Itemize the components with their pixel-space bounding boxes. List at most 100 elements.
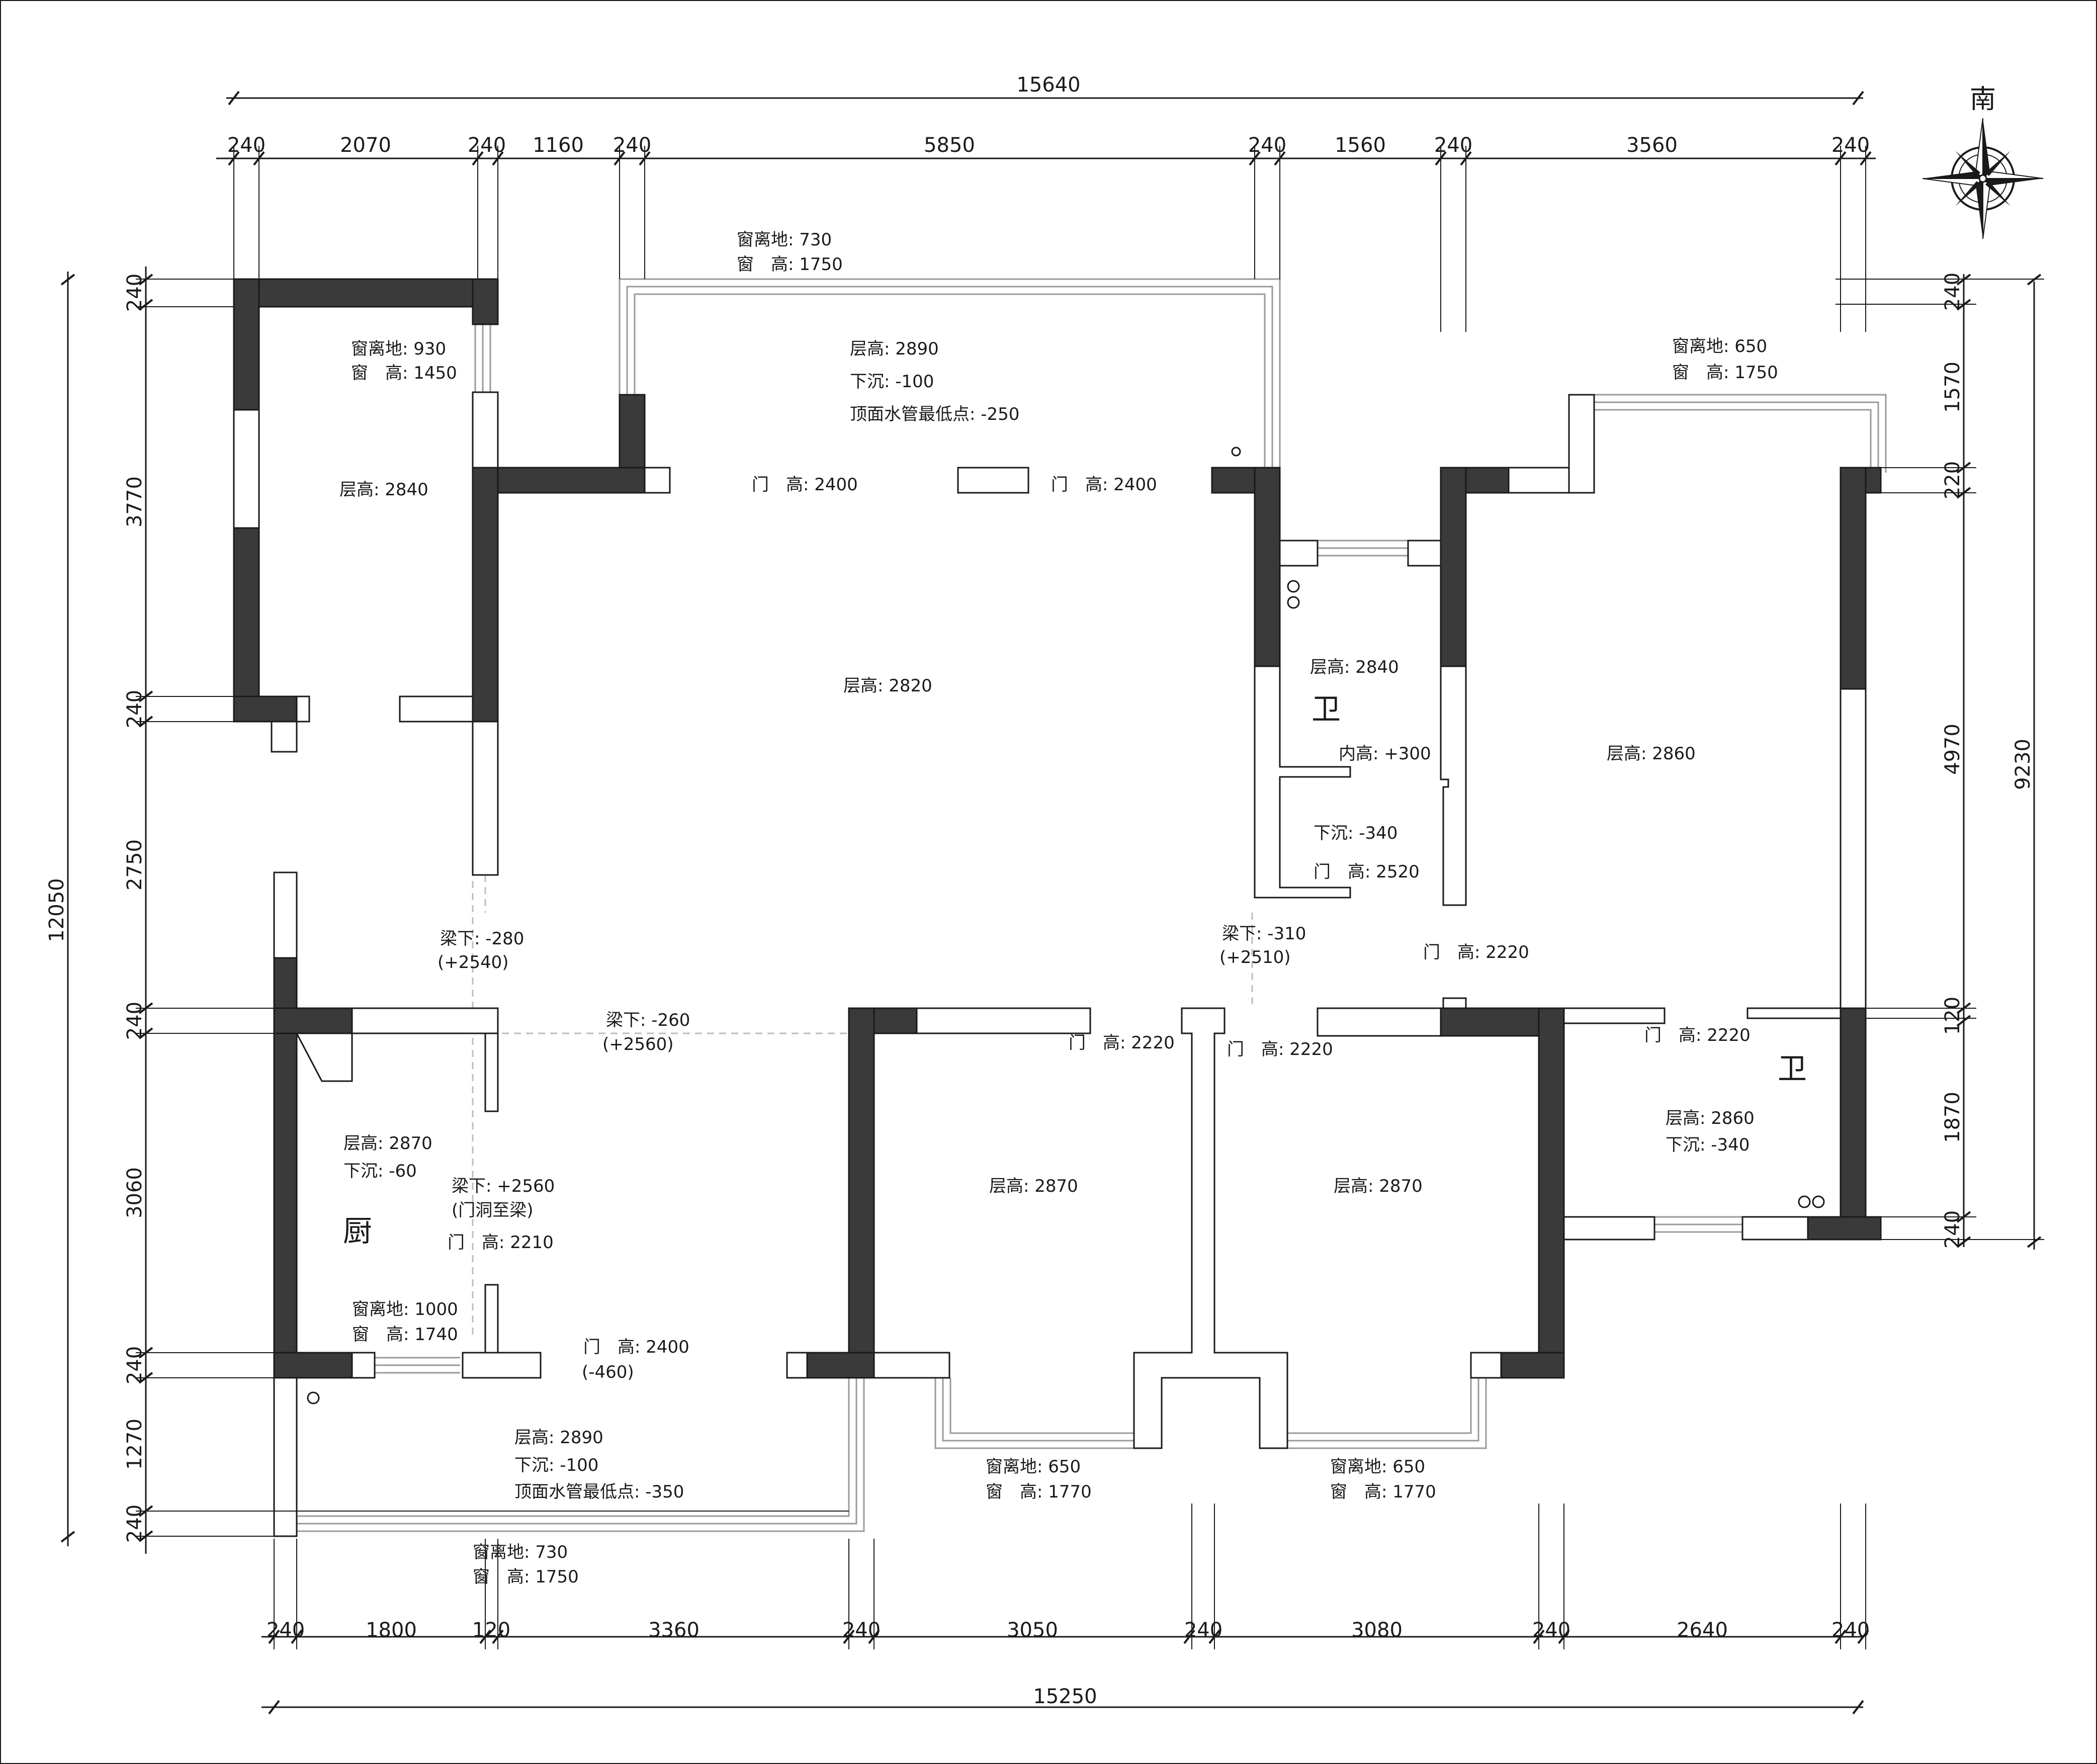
annot-kitchen-sink: 下沉: -60 bbox=[343, 1161, 417, 1181]
dim-top-3: 240 bbox=[468, 134, 506, 157]
concrete-walls bbox=[233, 278, 1882, 1379]
dimension-lines bbox=[67, 97, 2035, 1708]
dim-top-total: 15640 bbox=[1016, 73, 1080, 97]
dim-right-4: 4970 bbox=[1941, 724, 1964, 775]
dim-bottom-9: 240 bbox=[1532, 1619, 1570, 1642]
dim-left-9: 240 bbox=[123, 1505, 146, 1543]
annot-beam-right: 梁下: -310 bbox=[1222, 924, 1306, 944]
annot-living-top-sink: 下沉: -100 bbox=[850, 372, 934, 392]
dim-bottom-5: 240 bbox=[842, 1619, 881, 1642]
dim-bottom-7: 240 bbox=[1184, 1619, 1222, 1642]
dim-right-total: 9230 bbox=[2012, 739, 2035, 790]
annot-bath1-sink: 下沉: -340 bbox=[1314, 823, 1397, 843]
dim-top-9: 240 bbox=[1434, 134, 1472, 157]
annot-beam-mid-abs: (+2560) bbox=[602, 1034, 674, 1054]
annot-win-tr-w: 窗 高: 1750 bbox=[1672, 363, 1778, 383]
light-walls bbox=[233, 391, 1867, 1537]
annot-win-bottom-w: 窗 高: 1750 bbox=[473, 1567, 579, 1587]
compass-label: 南 bbox=[1970, 84, 1996, 115]
dim-top-5: 240 bbox=[613, 134, 651, 157]
annot-bed2-height: 层高: 2870 bbox=[1334, 1176, 1423, 1196]
room-labels: 卫 卫 厨 bbox=[343, 692, 1807, 1248]
annot-living-height: 层高: 2820 bbox=[843, 676, 932, 696]
dim-top-6: 5850 bbox=[924, 134, 975, 157]
dimension-text-bottom: 240 1800 120 3360 240 3050 240 3080 240 … bbox=[267, 1619, 1870, 1708]
dim-bottom-6: 3050 bbox=[1007, 1619, 1058, 1642]
annot-win-top-center-h: 窗离地: 730 bbox=[737, 230, 832, 250]
annot-bath2-height: 层高: 2860 bbox=[1666, 1108, 1755, 1128]
annot-win-tl-w: 窗 高: 1450 bbox=[351, 363, 457, 383]
annot-kitchen-height: 层高: 2870 bbox=[343, 1133, 432, 1154]
dim-top-11: 240 bbox=[1831, 134, 1870, 157]
annot-beam-left-abs: (+2540) bbox=[438, 952, 509, 973]
annot-living-bot-sink: 下沉: -100 bbox=[514, 1455, 598, 1475]
annot-door-top-2: 门 高: 2400 bbox=[1051, 475, 1157, 495]
annotations: 窗离地: 730 窗 高: 1750 层高: 2890 下沉: -100 顶面水… bbox=[339, 230, 1778, 1587]
dim-right-6: 1870 bbox=[1941, 1092, 1964, 1143]
room-label-bath1: 卫 bbox=[1312, 692, 1341, 726]
drain-markers bbox=[307, 447, 1825, 1404]
room-label-bath2: 卫 bbox=[1778, 1051, 1807, 1086]
annot-win-bed2-h: 窗离地: 650 bbox=[1330, 1457, 1425, 1477]
dim-bottom-10: 2640 bbox=[1677, 1619, 1728, 1642]
compass-rose-icon bbox=[1922, 118, 2044, 239]
annot-win-kitchen-w: 窗 高: 1740 bbox=[352, 1325, 458, 1345]
dim-right-2: 1570 bbox=[1941, 362, 1964, 413]
dimension-text-top-total: 15640 bbox=[1016, 73, 1080, 97]
annot-win-bed1-w: 窗 高: 1770 bbox=[986, 1482, 1092, 1502]
dim-right-5: 120 bbox=[1941, 997, 1964, 1035]
dim-bottom-1: 240 bbox=[267, 1619, 305, 1642]
annot-win-tl-h: 窗离地: 930 bbox=[351, 339, 446, 359]
annot-door-top-1: 门 高: 2400 bbox=[752, 475, 858, 495]
annot-win-kitchen-h: 窗离地: 1000 bbox=[352, 1299, 458, 1319]
annot-beam-mid: 梁下: -260 bbox=[606, 1010, 690, 1030]
dim-left-3: 240 bbox=[123, 690, 146, 728]
dim-left-1: 240 bbox=[123, 274, 146, 312]
annot-door-master: 门 高: 2220 bbox=[1423, 942, 1529, 962]
dim-left-6: 3060 bbox=[123, 1167, 146, 1218]
room-label-kitchen: 厨 bbox=[343, 1214, 372, 1248]
dim-left-8: 1270 bbox=[123, 1419, 146, 1470]
annot-room-tl-height: 层高: 2840 bbox=[339, 480, 428, 500]
dimension-text-top: 240 2070 240 1160 240 5850 240 1560 240 … bbox=[227, 134, 1870, 157]
extension-lines bbox=[136, 146, 2044, 1649]
annot-win-tr-h: 窗离地: 650 bbox=[1672, 336, 1767, 357]
dim-right-7: 240 bbox=[1941, 1210, 1964, 1249]
annot-bath1-inner: 内高: +300 bbox=[1339, 744, 1431, 764]
annot-door-bottom: 门 高: 2400 bbox=[583, 1337, 689, 1357]
dimension-text-left: 12050 240 3770 240 2750 240 3060 240 127… bbox=[45, 274, 146, 1543]
annot-door-bed2: 门 高: 2220 bbox=[1227, 1039, 1333, 1060]
dim-bottom-total: 15250 bbox=[1033, 1685, 1097, 1708]
annot-kitchen-beam: 梁下: +2560 bbox=[452, 1176, 555, 1196]
dim-bottom-8: 3080 bbox=[1351, 1619, 1403, 1642]
annot-bed1-height: 层高: 2870 bbox=[989, 1176, 1078, 1196]
annot-living-bot-height: 层高: 2890 bbox=[514, 1428, 603, 1448]
annot-win-top-center-w: 窗 高: 1750 bbox=[737, 254, 843, 275]
dim-top-4: 1160 bbox=[533, 134, 584, 157]
dim-left-2: 3770 bbox=[123, 476, 146, 527]
dim-top-10: 3560 bbox=[1626, 134, 1678, 157]
dim-left-total: 12050 bbox=[45, 878, 68, 942]
annot-win-bed1-h: 窗离地: 650 bbox=[986, 1457, 1081, 1477]
dim-bottom-3: 120 bbox=[472, 1619, 510, 1642]
annot-win-bed2-w: 窗 高: 1770 bbox=[1330, 1482, 1436, 1502]
annot-living-bot-pipe: 顶面水管最低点: -350 bbox=[514, 1482, 684, 1502]
annot-kitchen-beam-note: (门洞至梁) bbox=[452, 1200, 534, 1220]
annot-door-bed1: 门 高: 2220 bbox=[1069, 1033, 1175, 1053]
dim-bottom-4: 3360 bbox=[648, 1619, 700, 1642]
windows bbox=[297, 278, 1887, 1532]
dim-left-4: 2750 bbox=[123, 839, 146, 891]
annot-master-height: 层高: 2860 bbox=[1607, 744, 1696, 764]
annot-door-bottom-sink: (-460) bbox=[582, 1362, 634, 1382]
annot-win-bottom-h: 窗离地: 730 bbox=[473, 1542, 568, 1562]
dim-right-1: 240 bbox=[1941, 273, 1964, 311]
dim-top-1: 240 bbox=[227, 134, 266, 157]
dimension-text-right: 9230 240 1570 220 4970 120 1870 240 bbox=[1941, 273, 2035, 1249]
annot-door-bath2: 门 高: 2220 bbox=[1644, 1025, 1751, 1045]
annot-kitchen-door: 门 高: 2210 bbox=[448, 1232, 554, 1253]
annot-living-top-pipe: 顶面水管最低点: -250 bbox=[850, 404, 1019, 424]
dim-right-3: 220 bbox=[1941, 461, 1964, 499]
annot-bath1-door: 门 高: 2520 bbox=[1314, 862, 1420, 882]
dim-bottom-11: 240 bbox=[1831, 1619, 1870, 1642]
